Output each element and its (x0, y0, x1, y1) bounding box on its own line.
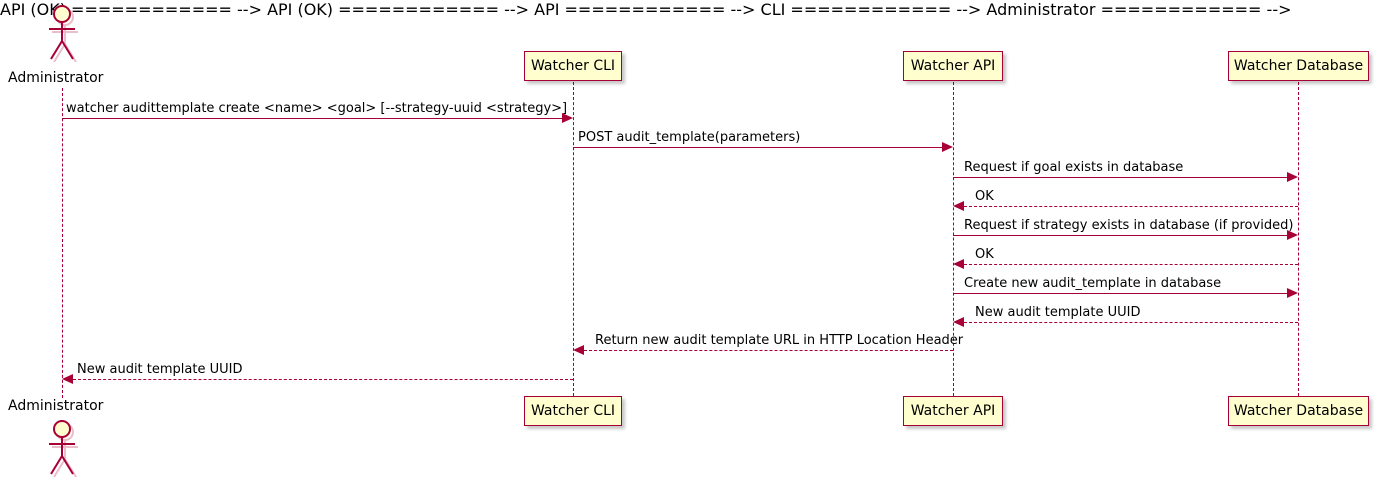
actor-label-administrator-top: Administrator (8, 70, 104, 86)
message-line-3 (953, 177, 1287, 178)
message-line-2 (573, 147, 942, 148)
participant-label-api-top: Watcher API (910, 58, 996, 74)
message-label-5: Request if strategy exists in database (… (964, 218, 1294, 233)
message-arrowhead-2 (942, 142, 953, 152)
participant-box-api-bottom[interactable]: Watcher API (903, 396, 1003, 426)
message-arrowhead-7 (1287, 288, 1298, 298)
participant-box-cli-top[interactable]: Watcher CLI (524, 51, 622, 81)
actor-administrator-top (39, 4, 85, 63)
message-label-8: New audit template UUID (975, 305, 1141, 320)
message-label-9: Return new audit template URL in HTTP Lo… (595, 333, 964, 348)
message-arrowhead-8 (953, 317, 964, 327)
participant-box-database-top[interactable]: Watcher Database (1228, 51, 1369, 81)
participant-label-cli-top: Watcher CLI (530, 58, 616, 74)
participant-box-database-bottom[interactable]: Watcher Database (1228, 396, 1369, 426)
lifeline-administrator (62, 88, 63, 398)
actor-administrator-bottom (39, 419, 85, 478)
message-arrowhead-5 (1287, 230, 1298, 240)
message-label-7: Create new audit_template in database (964, 276, 1222, 291)
lifeline-cli (573, 82, 574, 396)
message-line-4 (964, 206, 1298, 207)
message-arrowhead-6 (953, 259, 964, 269)
message-label-2: POST audit_template(parameters) (578, 130, 801, 145)
participant-label-database-bottom: Watcher Database (1233, 403, 1364, 419)
message-line-1 (62, 118, 562, 119)
message-label-4: OK (975, 189, 994, 204)
actor-label-administrator-bottom: Administrator (8, 398, 104, 414)
message-line-5 (953, 235, 1287, 236)
message-arrowhead-9 (573, 345, 584, 355)
participant-label-cli-bottom: Watcher CLI (530, 403, 616, 419)
message-line-10 (73, 379, 573, 380)
participant-box-cli-bottom[interactable]: Watcher CLI (524, 396, 622, 426)
message-line-7 (953, 293, 1287, 294)
message-label-1: watcher audittemplate create <name> <goa… (66, 101, 568, 116)
message-arrowhead-4 (953, 201, 964, 211)
message-arrowhead-1 (562, 113, 573, 123)
lifeline-api (953, 82, 954, 396)
message-label-3: Request if goal exists in database (964, 160, 1184, 175)
message-arrowhead-3 (1287, 172, 1298, 182)
participant-box-api-top[interactable]: Watcher API (903, 51, 1003, 81)
message-arrowhead-10 (62, 374, 73, 384)
participant-label-api-bottom: Watcher API (910, 403, 996, 419)
message-line-6 (964, 264, 1298, 265)
participant-label-database-top: Watcher Database (1233, 58, 1364, 74)
lifeline-database (1298, 82, 1299, 396)
message-label-6: OK (975, 247, 994, 262)
message-line-9 (584, 350, 953, 351)
message-label-10: New audit template UUID (77, 362, 243, 377)
message-line-8 (964, 322, 1298, 323)
